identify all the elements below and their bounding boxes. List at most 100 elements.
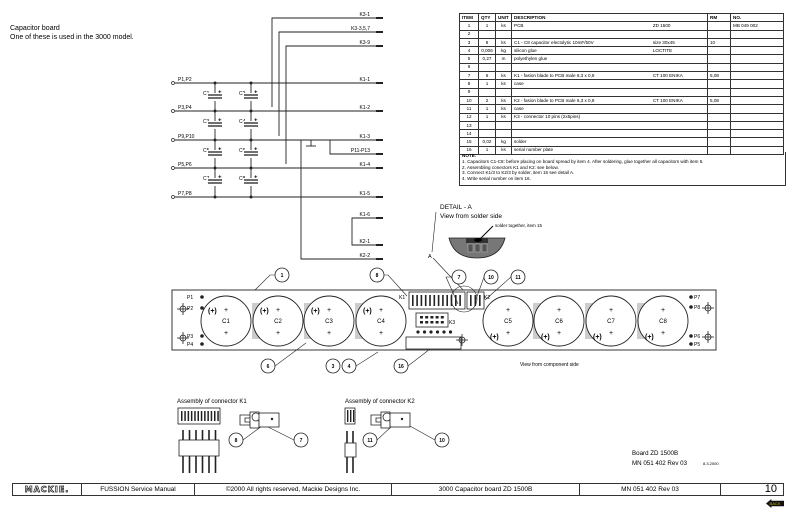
bom-cell-no (730, 120, 784, 131)
bom-cell-desc (510, 120, 651, 131)
bom-cell-desc: C1 - C8 capacitor electolytic 10mF/50V (510, 37, 651, 48)
bom-cell-rm: 10 (707, 37, 731, 48)
detail-callout: solder together, item 15 (495, 223, 543, 228)
bom-cell-spec (650, 104, 708, 114)
bom-cell-unit (495, 120, 512, 131)
bom-cell-item: 1 (459, 21, 479, 31)
capacitor-label: C4 (377, 319, 385, 325)
bom-cell-qty: 1 (478, 112, 496, 122)
callout-balloon (510, 269, 526, 285)
bom-cell-rm (707, 46, 731, 56)
connector-pin-icon (376, 45, 383, 47)
schematic-connector-label: K3-3,5,7 (351, 26, 370, 32)
bom-cell-item: 14 (459, 129, 479, 139)
wire-k3-9 (285, 45, 376, 164)
col-qty: QTY (478, 12, 496, 23)
bom-cell-qty: 8 (478, 37, 496, 48)
bom-cell-spec (650, 87, 708, 97)
bom-cell-unit: ks (495, 71, 512, 81)
schematic-connector-label: P11-P13 (351, 148, 370, 154)
bom-cell-spec: LOCTITE (650, 46, 708, 56)
capacitor-4 (355, 295, 407, 347)
board-pin-label: P4 (187, 342, 193, 348)
connector-pin-icon (376, 82, 383, 84)
col-rm: RM (707, 12, 731, 23)
bom-cell-item: 10 (459, 95, 479, 106)
detail-subtitle: View from solder side (440, 213, 502, 220)
plus-icon: + (327, 307, 331, 314)
back-button[interactable]: BACK (766, 499, 784, 508)
wire-k2-2 (300, 140, 376, 260)
callout-number: 1 (281, 273, 284, 279)
bom-cell-unit: m (495, 54, 512, 64)
capacitor-label: C4 (239, 119, 246, 125)
schematic-pin-label: P3,P4 (178, 105, 192, 111)
schematic-pin-label: P5,P6 (178, 162, 192, 168)
bom-cell-qty: 0,27 (478, 54, 496, 64)
bom-cell-item: 5 (459, 54, 479, 64)
bom-cell-desc: K3 - connector 10 pins (2x5pins) (510, 112, 651, 122)
bom-header-row: ITEM QTY UNIT DESCRIPTION RM NO. (459, 12, 784, 23)
page-header: Capacitor board One of these is used in … (10, 24, 134, 42)
bom-cell-no (730, 46, 784, 56)
board-pin-label: P1 (187, 295, 193, 301)
polarity-label: (+) (260, 308, 269, 315)
bom-cell-spec (650, 54, 708, 64)
bom-cell-qty: 1 (478, 104, 496, 114)
bom-cell-unit: ks (495, 95, 512, 106)
schematic-connector-label: K2-1 (359, 239, 370, 245)
wire-k3-1 (271, 17, 376, 107)
bom-cell-no (730, 129, 784, 139)
detail-marker: A (428, 254, 432, 260)
connector-k3-label: K3 (449, 320, 455, 326)
bom-cell-no (730, 29, 784, 39)
capacitor-label: C5 (203, 148, 210, 154)
callout-balloon (451, 269, 467, 285)
capacitor-label: C7 (203, 176, 210, 182)
bom-cell-item: 11 (459, 104, 479, 114)
footer-doc-title: 3000 Capacitor board ZD 1500B (392, 484, 580, 495)
bom-cell-rm (707, 129, 731, 139)
board-pin-label: P5 (694, 342, 700, 348)
pad-icon (689, 334, 693, 338)
bom-cell-unit (495, 87, 512, 97)
callout-balloon (362, 432, 378, 448)
schematic-pin-label: P1,P2 (178, 77, 192, 83)
plus-icon: + (224, 330, 228, 337)
bom-cell-no (730, 37, 784, 48)
callout-balloon (369, 267, 385, 283)
bom-cell-no (730, 62, 784, 73)
callout-balloon (341, 358, 357, 374)
wire-k3-357 (278, 31, 376, 136)
capacitor-8 (637, 295, 689, 347)
bom-cell-item: 6 (459, 62, 479, 73)
bom-notes: NOTE: 1. Capacitors C1-C8: before placin… (459, 152, 786, 186)
callout-number: 10 (439, 438, 445, 444)
pad-icon (200, 295, 204, 299)
bom-cell-item: 15 (459, 137, 479, 147)
connector-pin-icon (376, 17, 383, 19)
terminal-icon (171, 195, 175, 199)
bom-cell-qty: 1 (478, 21, 496, 31)
capacitor-5 (482, 295, 534, 347)
note-item: 2. Assembling conectors K1 and K2: see b… (462, 164, 559, 170)
polarity-label: (+) (208, 308, 217, 315)
bom-cell-unit: ks (495, 79, 512, 89)
wire-k1-6-k2-1 (351, 217, 376, 246)
capacitor-label: C8 (239, 176, 246, 182)
capacitor-label: C2 (274, 319, 282, 325)
capacitor-label: C1 (203, 91, 210, 97)
board-pin-label: P6 (694, 334, 700, 340)
terminal-icon (171, 166, 175, 170)
plus-icon: + (609, 307, 613, 314)
serial-plate (405, 336, 462, 350)
bom-cell-no: MB 049 002 (730, 21, 784, 31)
bom-cell-qty: 2 (478, 95, 496, 106)
bom-cell-item: 3 (459, 37, 479, 48)
pad-icon (689, 295, 693, 299)
connector-pin-icon (376, 31, 383, 33)
